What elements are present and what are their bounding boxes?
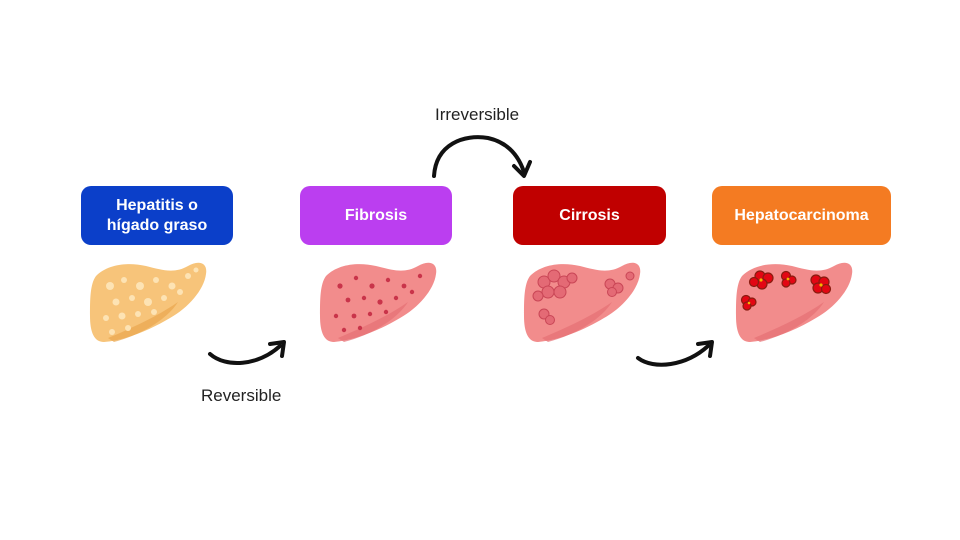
progression-arrow xyxy=(636,340,714,367)
fibrotic-liver-icon xyxy=(320,262,437,342)
stage-label-cirrosis: Cirrosis xyxy=(513,186,666,245)
reversible-caption: Reversible xyxy=(201,386,282,405)
reversible-arrow xyxy=(208,340,286,365)
stage-label-fibrosis: Fibrosis xyxy=(300,186,452,245)
irreversible-caption: Irreversible xyxy=(435,105,520,124)
irreversible-arrow xyxy=(432,135,532,178)
fatty-liver-icon xyxy=(90,262,207,342)
stage-label-hepatitis: Hepatitis o hígado graso xyxy=(81,186,233,245)
stage-label-hepatocarcinoma: Hepatocarcinoma xyxy=(712,186,891,245)
cirrhotic-liver-icon xyxy=(524,262,641,342)
cancerous-liver-icon xyxy=(736,262,853,342)
